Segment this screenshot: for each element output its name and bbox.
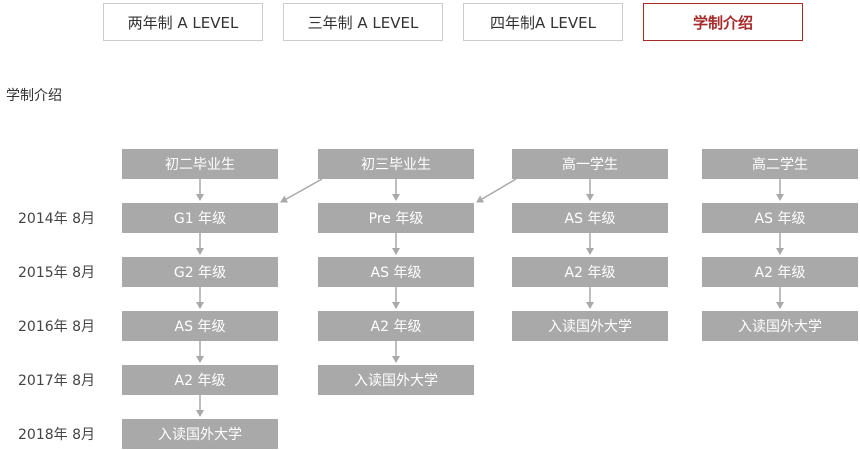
track1-start-box: 初二毕业生	[122, 149, 278, 179]
section-title: 学制介绍	[6, 88, 62, 104]
track2-start-box: 初三毕业生	[318, 149, 474, 179]
tab-system-intro[interactable]: 学制介绍	[643, 3, 803, 41]
track4-start-box: 高二学生	[702, 149, 858, 179]
track4-step1-box: AS 年级	[702, 203, 858, 233]
tab-three-year[interactable]: 三年制 A LEVEL	[283, 3, 443, 41]
arrow-diag-1	[280, 178, 323, 203]
track4-step3-box: 入读国外大学	[702, 311, 858, 341]
tab-two-year[interactable]: 两年制 A LEVEL	[103, 3, 263, 41]
track2-step1-box: Pre 年级	[318, 203, 474, 233]
track2-step3-box: A2 年级	[318, 311, 474, 341]
track2-step4-box: 入读国外大学	[318, 365, 474, 395]
tab-four-year[interactable]: 四年制A LEVEL	[463, 3, 623, 41]
track4-step2-box: A2 年级	[702, 257, 858, 287]
year-label-2014: 2014年 8月	[18, 211, 95, 227]
arrow-diag-2	[476, 178, 517, 203]
year-label-2016: 2016年 8月	[18, 319, 95, 335]
track3-start-box: 高一学生	[512, 149, 668, 179]
track1-step2-box: G2 年级	[122, 257, 278, 287]
track2-step2-box: AS 年级	[318, 257, 474, 287]
track3-step1-box: AS 年级	[512, 203, 668, 233]
track3-step3-box: 入读国外大学	[512, 311, 668, 341]
track1-step5-box: 入读国外大学	[122, 419, 278, 449]
year-label-2018: 2018年 8月	[18, 427, 95, 443]
year-label-2017: 2017年 8月	[18, 373, 95, 389]
track1-step4-box: A2 年级	[122, 365, 278, 395]
track1-step3-box: AS 年级	[122, 311, 278, 341]
track3-step2-box: A2 年级	[512, 257, 668, 287]
year-label-2015: 2015年 8月	[18, 265, 95, 281]
track1-step1-box: G1 年级	[122, 203, 278, 233]
